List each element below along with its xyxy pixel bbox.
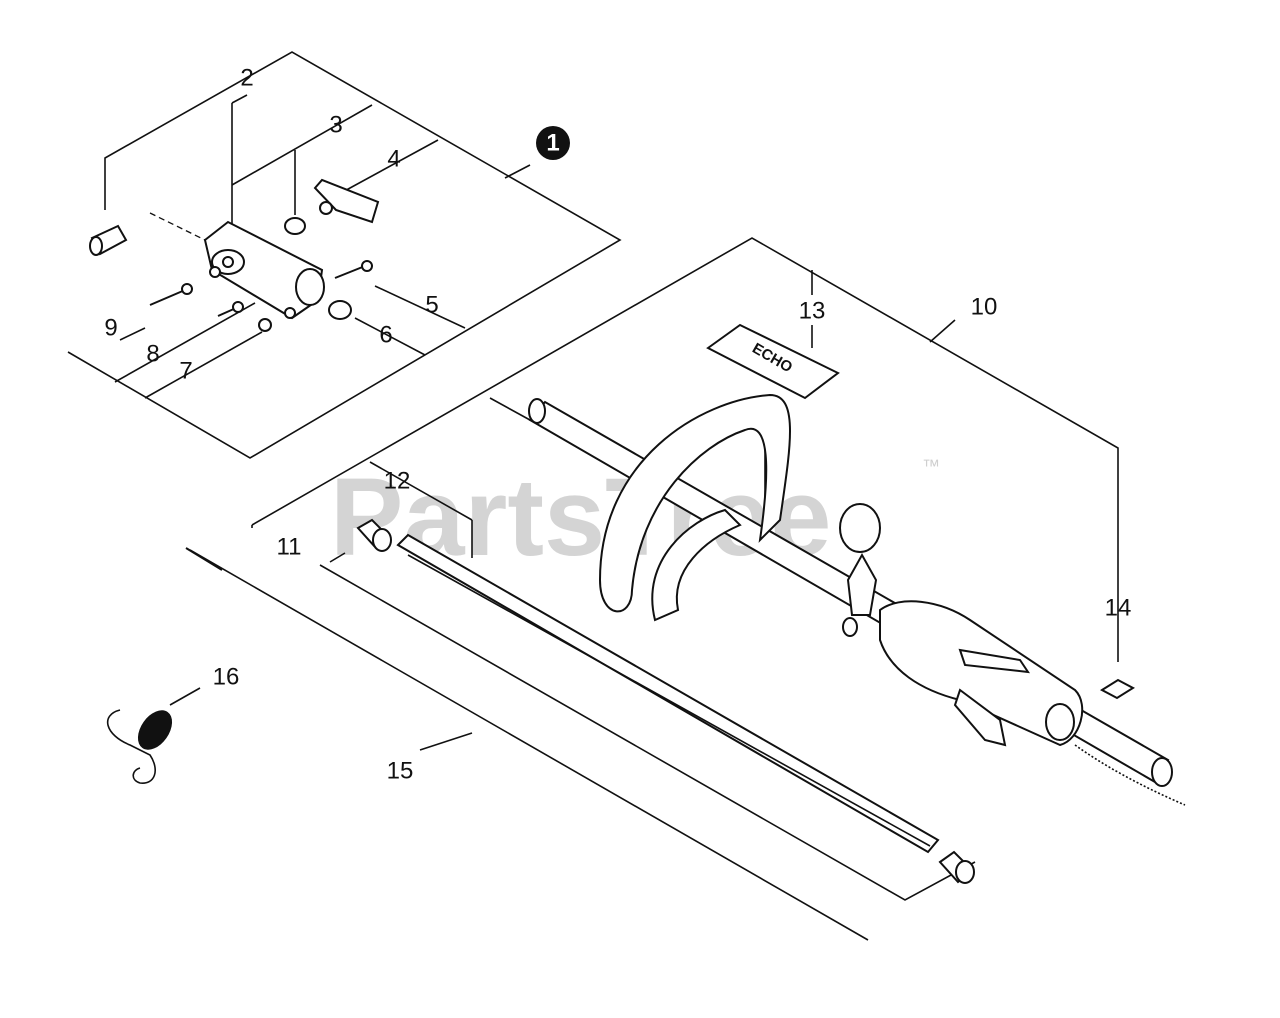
callout-6: 6 <box>379 321 392 348</box>
callout-4: 4 <box>387 145 400 172</box>
throttle-handle-part[interactable] <box>879 600 1084 747</box>
bolt-part[interactable] <box>149 283 193 306</box>
callout-5: 5 <box>425 291 438 318</box>
bolt-part[interactable] <box>334 260 373 279</box>
drive-shaft-part[interactable] <box>185 547 869 941</box>
decal-part[interactable]: ECHO <box>706 323 840 400</box>
liner-part[interactable] <box>396 533 940 854</box>
callout-7: 7 <box>179 357 192 384</box>
callout-2: 2 <box>240 64 253 91</box>
throttle-cable-part[interactable] <box>1074 744 1186 806</box>
fitting-part[interactable] <box>89 224 128 256</box>
hook-part[interactable] <box>106 704 179 784</box>
callout-9: 9 <box>104 314 117 341</box>
callout-16: 16 <box>213 663 240 690</box>
callout-15: 15 <box>387 757 414 784</box>
washer-part[interactable] <box>284 217 306 235</box>
callout-10: 10 <box>971 293 998 320</box>
washer-part[interactable] <box>328 300 352 320</box>
assembly-marker-number: 1 <box>546 129 559 156</box>
nut-part[interactable] <box>258 318 272 332</box>
assembly-marker: 1 <box>536 126 570 160</box>
callout-12: 12 <box>384 467 411 494</box>
bolt-part[interactable] <box>217 301 244 317</box>
bushing-part[interactable] <box>938 850 975 884</box>
callout-8: 8 <box>146 340 159 367</box>
gear-case-assembly-frame <box>67 51 622 459</box>
callout-3: 3 <box>329 111 342 138</box>
handle-loop-part[interactable] <box>598 393 791 622</box>
watermark-tm: ™ <box>922 456 940 476</box>
gear-case-part[interactable] <box>149 212 325 320</box>
hanger-ring-part[interactable] <box>839 503 881 637</box>
callout-14: 14 <box>1105 594 1132 621</box>
callout-11: 11 <box>277 533 302 560</box>
wing-knob-part[interactable] <box>313 178 380 224</box>
plate-part[interactable] <box>1100 678 1135 700</box>
callout-13: 13 <box>799 297 826 324</box>
bushing-part[interactable] <box>356 518 392 552</box>
